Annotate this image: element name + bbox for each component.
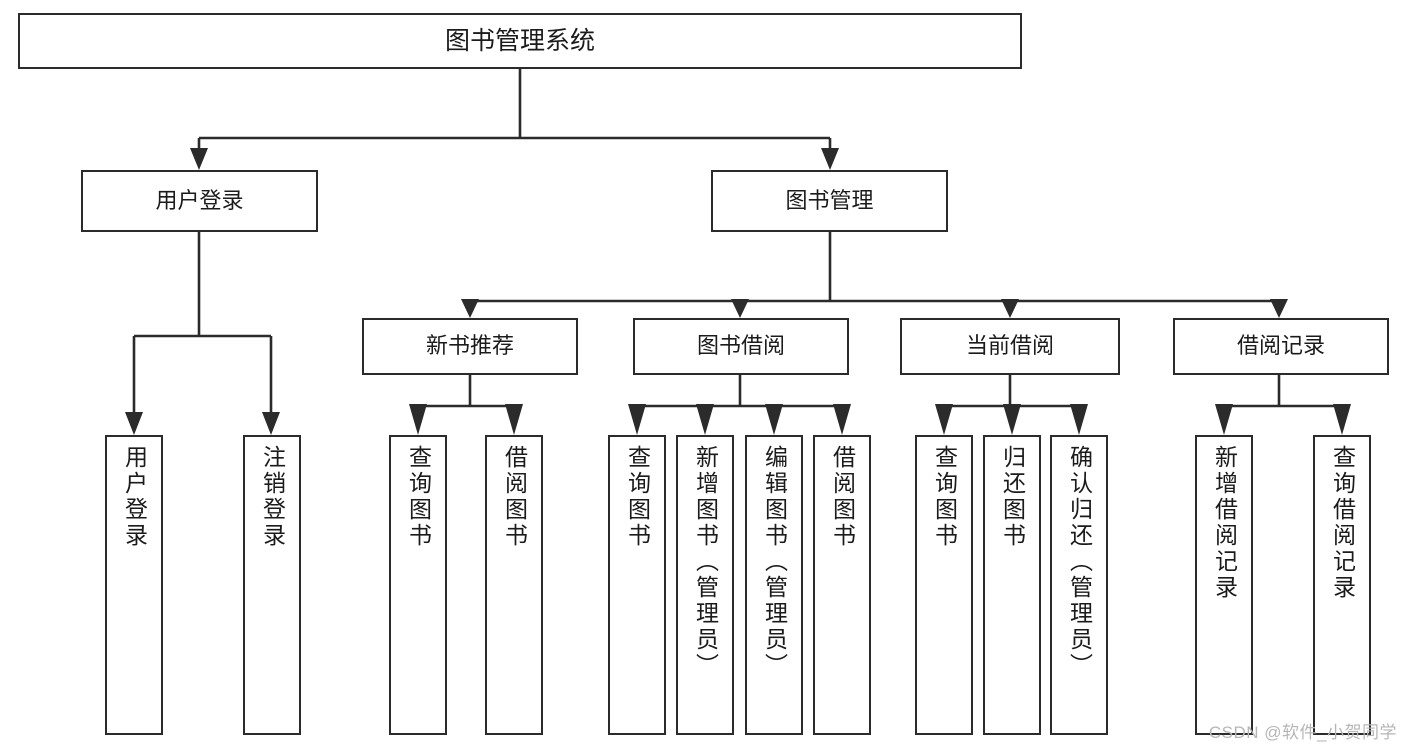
arrowhead-leaf-borrow-book-2 <box>765 404 783 435</box>
arrowhead-leaf-new-book-0 <box>409 404 427 435</box>
node-user-login[interactable]: 用户登录 <box>81 170 318 232</box>
node-current-borrow[interactable]: 当前借阅 <box>900 318 1120 375</box>
arrowhead-leaf-user-login-0 <box>125 412 143 435</box>
watermark: CSDN @软件_小贺同学 <box>1208 723 1397 742</box>
arrowhead-leaf-user-login-1 <box>262 412 280 435</box>
node-book-borrow-label: 图书借阅 <box>696 333 785 359</box>
node-book-management[interactable]: 图书管理 <box>711 170 948 232</box>
leaf-user-login-logout[interactable]: 注销登录 <box>243 435 301 735</box>
arrowhead-leaf-borrow-record-1 <box>1333 404 1351 435</box>
leaf-user-login-login[interactable]: 用户登录 <box>105 435 163 735</box>
arrowhead-book-mgmt <box>821 148 839 170</box>
arrowhead-leaf-current-borrow-1 <box>1003 404 1021 435</box>
arrowhead-leaf-borrow-book-3 <box>833 404 851 435</box>
arrowhead-leaf-borrow-record-0 <box>1215 404 1233 435</box>
arrowhead-user-login <box>190 148 208 170</box>
leaf-current-borrow-return-label: 归还图书 <box>999 445 1026 549</box>
leaf-user-login-logout-label: 注销登录 <box>259 445 286 549</box>
leaf-borrow-record-add-label: 新增借阅记录 <box>1211 445 1238 601</box>
leaf-borrow-book-add-label: 新增图书（管理员） <box>692 445 719 679</box>
arrowhead-tier3-2 <box>1001 299 1019 318</box>
leaf-borrow-record-add[interactable]: 新增借阅记录 <box>1195 435 1253 735</box>
leaf-borrow-book-query[interactable]: 查询图书 <box>608 435 666 735</box>
leaf-borrow-book-add[interactable]: 新增图书（管理员） <box>676 435 734 735</box>
node-new-book-recommend-label: 新书推荐 <box>425 333 514 359</box>
arrowhead-tier3-0 <box>461 299 479 318</box>
arrowhead-tier3-1 <box>731 299 749 318</box>
leaf-new-book-query-label: 查询图书 <box>405 445 432 549</box>
node-borrow-record[interactable]: 借阅记录 <box>1173 318 1389 375</box>
node-book-management-label: 图书管理 <box>785 187 874 213</box>
node-root-label: 图书管理系统 <box>444 27 595 55</box>
leaf-current-borrow-return[interactable]: 归还图书 <box>983 435 1041 735</box>
leaf-current-borrow-confirm-return[interactable]: 确认归还（管理员） <box>1050 435 1108 735</box>
node-book-borrow[interactable]: 图书借阅 <box>633 318 849 375</box>
leaf-borrow-book-borrow-label: 借阅图书 <box>829 445 856 549</box>
leaf-user-login-login-label: 用户登录 <box>121 445 148 549</box>
arrowhead-leaf-new-book-1 <box>505 404 523 435</box>
arrowhead-leaf-current-borrow-2 <box>1070 404 1088 435</box>
leaf-new-book-borrow-label: 借阅图书 <box>501 445 528 549</box>
leaf-borrow-book-edit[interactable]: 编辑图书（管理员） <box>745 435 803 735</box>
leaf-current-borrow-query[interactable]: 查询图书 <box>915 435 973 735</box>
leaf-borrow-record-query-label: 查询借阅记录 <box>1329 445 1356 601</box>
arrowhead-leaf-current-borrow-0 <box>935 404 953 435</box>
node-new-book-recommend[interactable]: 新书推荐 <box>362 318 578 375</box>
arrowhead-leaf-borrow-book-1 <box>696 404 714 435</box>
leaf-borrow-record-query[interactable]: 查询借阅记录 <box>1313 435 1371 735</box>
leaf-current-borrow-confirm-return-label: 确认归还（管理员） <box>1066 445 1093 679</box>
node-root[interactable]: 图书管理系统 <box>18 13 1022 69</box>
leaf-new-book-query[interactable]: 查询图书 <box>389 435 447 735</box>
leaf-borrow-book-borrow[interactable]: 借阅图书 <box>813 435 871 735</box>
arrowhead-leaf-borrow-book-0 <box>628 404 646 435</box>
node-current-borrow-label: 当前借阅 <box>965 333 1054 359</box>
node-borrow-record-label: 借阅记录 <box>1236 333 1325 359</box>
arrowhead-tier3-3 <box>1270 299 1288 318</box>
leaf-borrow-book-edit-label: 编辑图书（管理员） <box>761 445 788 679</box>
leaf-new-book-borrow[interactable]: 借阅图书 <box>485 435 543 735</box>
leaf-borrow-book-query-label: 查询图书 <box>624 445 651 549</box>
leaf-current-borrow-query-label: 查询图书 <box>931 445 958 549</box>
node-user-login-label: 用户登录 <box>155 187 244 213</box>
